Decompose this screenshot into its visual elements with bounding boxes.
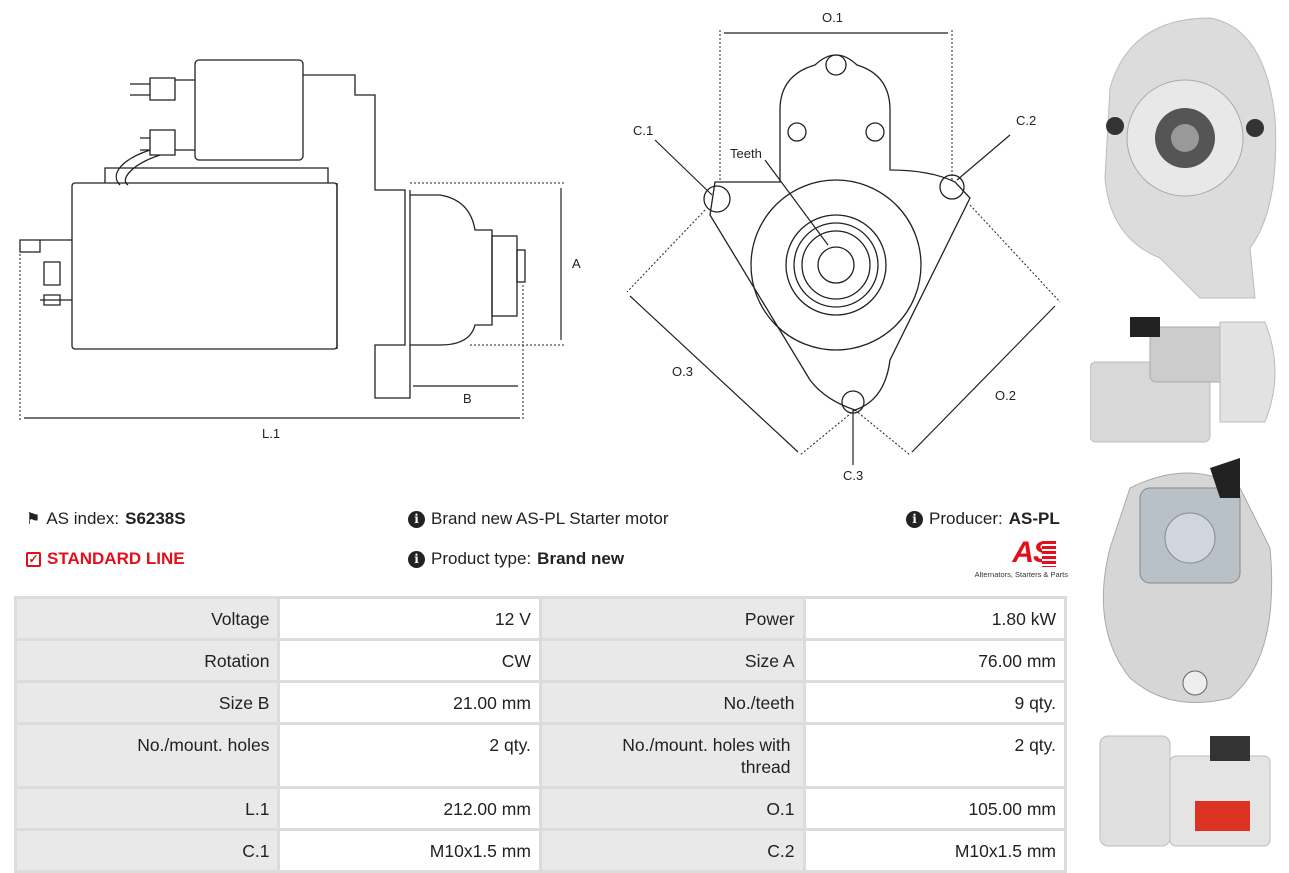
description-text: Brand new AS-PL Starter motor: [431, 509, 669, 528]
front-view-drawing: O.1 C.1 C.2 Teeth O.3 O.2 C.3: [626, 10, 1061, 483]
dim-label-c3: C.3: [843, 468, 863, 483]
spec-label: C.1: [13, 828, 281, 873]
spec-value: M10x1.5 mm: [277, 828, 542, 873]
spec-value: 9 qty.: [802, 680, 1068, 725]
product-photo-front[interactable]: [1090, 8, 1285, 303]
tags-icon: ⚑: [26, 511, 41, 528]
spec-label: C.2: [538, 828, 806, 873]
spec-value: M10x1.5 mm: [802, 828, 1068, 873]
as-index-label: AS index:: [46, 509, 120, 528]
spec-label: Voltage: [13, 596, 281, 641]
spec-label: No./mount. holes: [13, 722, 281, 789]
spec-label: Size B: [13, 680, 281, 725]
spec-label: O.1: [538, 786, 806, 831]
spec-value: 12 V: [277, 596, 542, 641]
logo-stripes: [1042, 541, 1056, 567]
spec-value: 212.00 mm: [277, 786, 542, 831]
as-index: ⚑ AS index: S6238S: [26, 509, 186, 529]
spec-label: No./mount. holes with thread: [538, 722, 806, 789]
spec-label: Rotation: [13, 638, 281, 683]
spec-value: 2 qty.: [802, 722, 1068, 789]
logo-tagline: Alternators, Starters & Parts: [974, 570, 1068, 579]
product-photo-rear[interactable]: [1090, 458, 1285, 708]
spec-value: 21.00 mm: [277, 680, 542, 725]
info-icon: i: [408, 510, 425, 528]
info-icon: i: [906, 510, 923, 528]
dim-label-o1: O.1: [822, 10, 843, 25]
spec-label: Size A: [538, 638, 806, 683]
producer: i Producer: AS-PL: [906, 509, 1060, 529]
check-square-icon: ✓: [26, 551, 41, 567]
dim-label-c1: C.1: [633, 123, 653, 138]
info-icon: i: [408, 550, 425, 568]
as-index-value: S6238S: [125, 509, 186, 528]
dim-label-a: A: [572, 256, 581, 271]
producer-value: AS-PL: [1008, 509, 1060, 528]
dim-label-o2: O.2: [995, 388, 1016, 403]
spec-value: CW: [277, 638, 542, 683]
product-type: i Product type: Brand new: [408, 549, 624, 569]
description: i Brand new AS-PL Starter motor: [408, 509, 668, 529]
spec-label: Power: [538, 596, 806, 641]
product-line: ✓ STANDARD LINE: [26, 549, 185, 569]
spec-value: 76.00 mm: [802, 638, 1068, 683]
spec-label: No./teeth: [538, 680, 806, 725]
product-photo-top[interactable]: [1090, 716, 1285, 854]
product-line-label: STANDARD LINE: [47, 549, 185, 568]
dim-label-c2: C.2: [1016, 113, 1036, 128]
spec-label: L.1: [13, 786, 281, 831]
side-view-drawing: A B L.1: [19, 59, 581, 441]
product-photo-side[interactable]: [1090, 312, 1285, 444]
product-type-value: Brand new: [537, 549, 625, 568]
dim-label-b: B: [463, 391, 472, 406]
spec-value: 1.80 kW: [802, 596, 1068, 641]
dim-label-l1: L.1: [262, 426, 280, 441]
product-type-label: Product type:: [431, 549, 532, 568]
spec-value: 105.00 mm: [802, 786, 1068, 831]
dim-label-o3: O.3: [672, 364, 693, 379]
dim-label-teeth: Teeth: [730, 146, 762, 161]
as-pl-logo: AS Alternators, Starters & Parts: [966, 536, 1068, 579]
producer-label: Producer:: [929, 509, 1003, 528]
spec-value: 2 qty.: [277, 722, 542, 789]
